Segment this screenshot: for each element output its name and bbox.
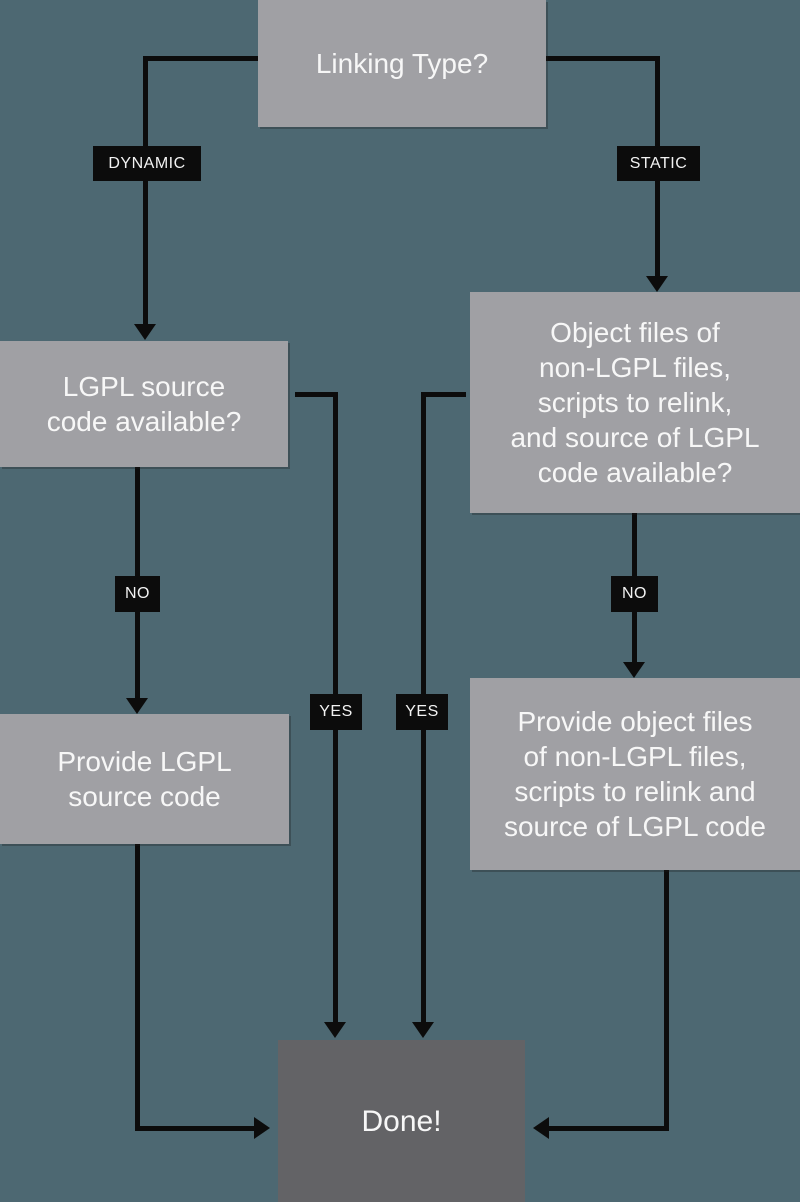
arrowhead-down-no-right bbox=[623, 662, 645, 678]
node-left-action-line: source code bbox=[68, 781, 221, 812]
node-right-decision-line: scripts to relink, bbox=[537, 387, 733, 418]
node-right-decision-line: non-LGPL files, bbox=[539, 352, 731, 383]
arrowhead-left-done-right bbox=[533, 1117, 549, 1139]
node-done-label: Done! bbox=[361, 1104, 442, 1138]
edge-label-dynamic: DYNAMIC bbox=[93, 146, 201, 181]
edge-dynamic-horizontal bbox=[143, 56, 258, 61]
node-right-decision-line: code available? bbox=[537, 457, 733, 488]
edge-yes-right-horizontal bbox=[421, 392, 466, 397]
node-left-decision-line: LGPL source bbox=[62, 371, 226, 402]
node-left-decision-line: code available? bbox=[46, 406, 242, 437]
node-provide-object-files: Provide object files of non-LGPL files, … bbox=[470, 678, 800, 870]
node-done: Done! bbox=[278, 1040, 525, 1202]
edge-label-yes-right: YES bbox=[396, 694, 448, 730]
node-left-action-line: Provide LGPL bbox=[57, 746, 232, 777]
edge-done-right-vertical bbox=[664, 870, 669, 1131]
node-linking-type: Linking Type? bbox=[258, 0, 546, 127]
node-provide-lgpl-source: Provide LGPL source code bbox=[0, 714, 289, 844]
arrowhead-down-static bbox=[646, 276, 668, 292]
edge-label-no-right: NO bbox=[611, 576, 658, 612]
edge-static-horizontal bbox=[546, 56, 660, 61]
edge-label-no-left: NO bbox=[115, 576, 160, 612]
node-right-decision-line: and source of LGPL bbox=[510, 422, 760, 453]
node-right-action-line: of non-LGPL files, bbox=[523, 741, 747, 772]
edge-label-yes-left: YES bbox=[310, 694, 362, 730]
node-right-action-line: source of LGPL code bbox=[503, 811, 766, 842]
edge-dynamic-vertical bbox=[143, 56, 148, 326]
node-right-action-line: scripts to relink and bbox=[514, 776, 756, 807]
node-object-files-available: Object files of non-LGPL files, scripts … bbox=[470, 292, 800, 513]
edge-yes-left-horizontal bbox=[295, 392, 338, 397]
node-right-action-line: Provide object files bbox=[517, 706, 753, 737]
edge-done-left-vertical bbox=[135, 844, 140, 1131]
node-right-decision-line: Object files of bbox=[550, 317, 720, 348]
edge-done-left-horizontal bbox=[135, 1126, 254, 1131]
edge-done-right-horizontal bbox=[549, 1126, 669, 1131]
node-linking-type-label: Linking Type? bbox=[315, 48, 489, 79]
arrowhead-down-dynamic bbox=[134, 324, 156, 340]
arrowhead-down-yes-right bbox=[412, 1022, 434, 1038]
arrowhead-right-done-left bbox=[254, 1117, 270, 1139]
edge-label-static: STATIC bbox=[617, 146, 700, 181]
arrowhead-down-no-left bbox=[126, 698, 148, 714]
arrowhead-down-yes-left bbox=[324, 1022, 346, 1038]
node-lgpl-source-available: LGPL source code available? bbox=[0, 341, 288, 467]
